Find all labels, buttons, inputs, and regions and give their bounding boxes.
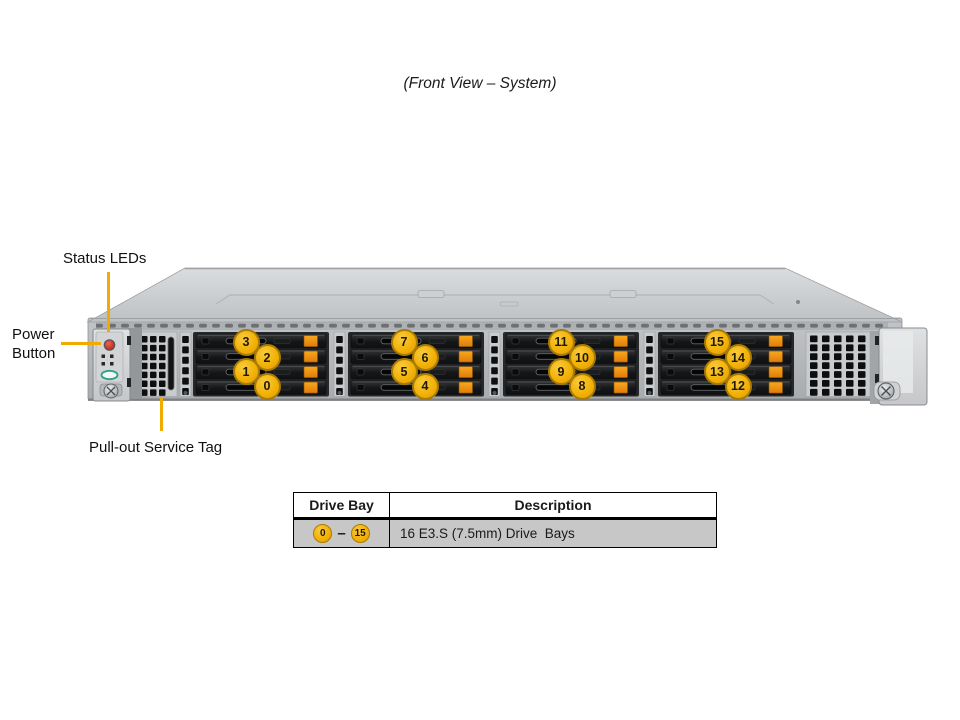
- cell-description: 16 E3.S (7.5mm) Drive Bays: [400, 526, 575, 541]
- brand-logo: [100, 369, 119, 381]
- drive-bay-callout-6: 6: [411, 344, 439, 371]
- drive-bay-callout-12: 12: [724, 372, 752, 400]
- th-drive-bay: Drive Bay: [294, 493, 390, 517]
- power-button-label: Power Button: [12, 326, 56, 362]
- service-tag-slot: [167, 336, 175, 391]
- right-thumbscrew-icon: [877, 382, 895, 400]
- chassis-lid: [86, 267, 903, 323]
- service-tag-label: Pull-out Service Tag: [89, 439, 223, 456]
- drive-bay-callout-14: 14: [724, 344, 752, 371]
- drive-bay-callout-4: 4: [411, 372, 439, 400]
- drive-bay-callout-8: 8: [568, 372, 596, 400]
- control-panel: [92, 328, 142, 402]
- status-leds-label: Status LEDs: [63, 250, 147, 267]
- drive-bay-callout-9: 9: [547, 358, 575, 385]
- cell-bay-range: 0 – 15: [294, 520, 390, 547]
- drive-bays: [141, 331, 866, 397]
- right-rack-ear: [870, 327, 928, 406]
- status-leds-icons: [101, 354, 114, 366]
- drive-bay-table: Drive Bay Description 0 – 15 16 E3.S (7.…: [293, 492, 717, 548]
- status-leds-leader-line: [107, 272, 110, 332]
- figure-caption: (Front View – System): [403, 75, 557, 92]
- bay-range-start-badge: 0: [313, 524, 333, 543]
- bay-range-end-badge: 15: [350, 524, 370, 543]
- service-tag-leader-line: [160, 398, 163, 431]
- power-button-icon: [103, 339, 116, 351]
- table-header-row: Drive Bay Description: [294, 493, 716, 520]
- drive-bay-callout-5: 5: [390, 358, 418, 385]
- server-front-illustration: [86, 267, 928, 406]
- left-thumbscrew-icon: [103, 383, 119, 399]
- bay-range-dash: –: [337, 525, 346, 542]
- power-button-leader-line: [61, 342, 101, 345]
- top-vent-slots: [96, 322, 888, 330]
- drive-bay-callout-0: 0: [253, 372, 281, 400]
- th-description: Description: [514, 497, 592, 513]
- table-row: 0 – 15 16 E3.S (7.5mm) Drive Bays: [294, 520, 716, 547]
